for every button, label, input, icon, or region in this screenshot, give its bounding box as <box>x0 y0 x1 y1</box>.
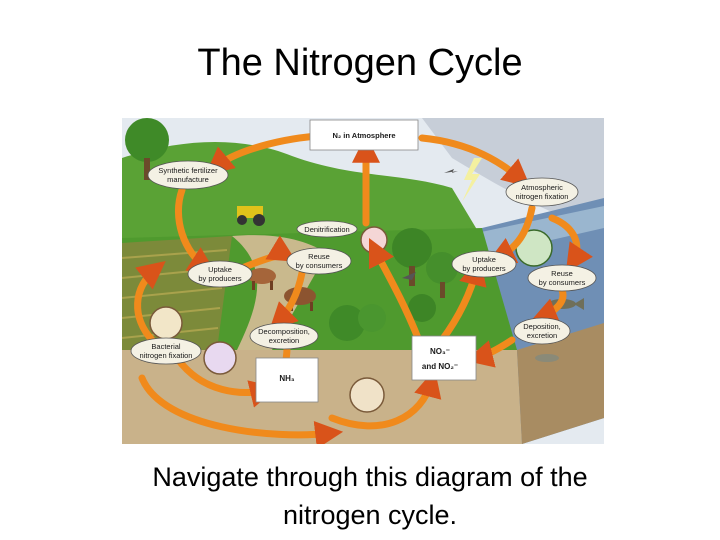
trees <box>125 118 458 341</box>
soil-side <box>517 323 604 444</box>
atm-fixation-label-line1: Atmospheric <box>521 183 563 192</box>
slide-title: The Nitrogen Cycle <box>197 42 523 84</box>
deposition-label-line2: excretion <box>527 331 557 340</box>
decomposition-label-line1: Decomposition, <box>258 327 310 336</box>
tractor-icon <box>237 206 265 226</box>
lightning-icon <box>462 158 482 202</box>
atmosphere-label: N₂ in Atmosphere <box>332 131 395 140</box>
atm-fixation-label-line2: nitrogen fixation <box>516 192 569 201</box>
uptake-land-label-line1: Uptake <box>208 265 232 274</box>
fertilizer-label-line2: manufacture <box>167 175 209 184</box>
reuse-land-label-line1: Reuse <box>308 252 330 261</box>
reuse-land-label-line2: by consumers <box>296 261 343 270</box>
denitrification-label: Denitrification <box>304 225 349 234</box>
nh3-label: NH₃ <box>279 374 295 383</box>
no3-label: NO₃⁻ <box>430 347 450 356</box>
arrow-reuse-water-to-deposition <box>529 286 567 325</box>
caption-line-2: nitrogen cycle. <box>282 500 458 530</box>
uptake-water-label-line2: by producers <box>462 264 506 273</box>
deposition-label-line1: Deposition, <box>523 322 561 331</box>
bird-icon <box>402 169 458 280</box>
uptake-land-label-line2: by producers <box>198 274 242 283</box>
bacterial-label-line1: Bacterial <box>151 342 181 351</box>
arrow-no3-to-denitrification <box>368 237 422 342</box>
decomposition-label-line2: excretion <box>269 336 299 345</box>
arrow-nh3-to-no3 <box>328 369 442 430</box>
fertilizer-label-line1: Synthetic fertilizer <box>158 166 218 175</box>
arrow-deposition-to-no3 <box>465 336 516 368</box>
arrow-fertilizer-to-uptake <box>175 186 217 275</box>
nitrogen-cycle-diagram: N₂ in Atmosphere Synthetic fertilizer ma… <box>122 118 604 444</box>
reuse-water-label-line2: by consumers <box>539 278 586 287</box>
reuse-water-label-line1: Reuse <box>551 269 573 278</box>
slide-caption: Navigate through this diagram of the nit… <box>100 458 640 534</box>
bacterial-label-line2: nitrogen fixation <box>140 351 193 360</box>
label-boxes: N₂ in Atmosphere Synthetic fertilizer ma… <box>130 119 597 403</box>
arrow-uptake-land-to-reuse-land <box>238 235 297 272</box>
caption-line-1: Navigate through this diagram of the <box>152 462 588 492</box>
arrow-atmosphere-to-fertilizer <box>205 132 321 176</box>
no2-label: and NO₂⁻ <box>422 362 458 371</box>
arrow-reuse-land-to-decomposition <box>269 269 306 331</box>
arrow-bacterial-to-uptake <box>134 260 166 344</box>
arrow-soil-loop <box>138 374 344 444</box>
uptake-water-label-line1: Uptake <box>472 255 496 264</box>
arrow-atm-fixation-to-reuse-water <box>548 214 593 273</box>
arrow-atmosphere-to-atm-fixation <box>418 134 531 188</box>
